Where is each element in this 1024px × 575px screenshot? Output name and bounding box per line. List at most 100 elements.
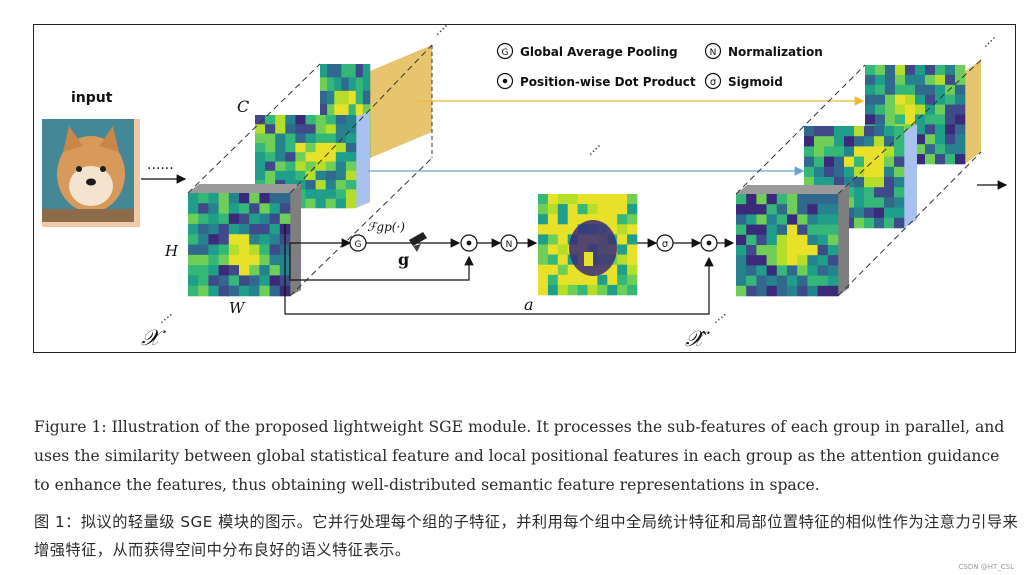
heatmap-cell — [265, 161, 276, 172]
heatmap-cell — [587, 204, 598, 215]
heatmap-cell — [955, 65, 966, 76]
heatmap-cell — [239, 234, 250, 245]
heatmap-cell — [320, 77, 328, 92]
heatmap-cell — [320, 104, 328, 119]
heatmap-cell — [325, 115, 337, 125]
heatmap-cell — [875, 74, 886, 86]
heatmap-cell — [285, 161, 296, 172]
heatmap-cell — [865, 114, 876, 125]
heatmap-cell — [218, 234, 230, 245]
heatmap-cell — [807, 285, 818, 297]
heatmap-cell — [797, 285, 808, 297]
svg-text:Position-wise Dot Product: Position-wise Dot Product — [520, 75, 696, 89]
label-xhat: 𝒳̂ — [685, 327, 710, 352]
heatmap-cell — [597, 284, 608, 296]
dot-operator-2 — [700, 234, 718, 252]
heatmap-cell — [814, 126, 825, 137]
heatmap-cell — [817, 234, 829, 246]
heatmap-cell — [255, 133, 266, 144]
heatmap-cell — [746, 245, 757, 256]
heatmap-cell — [797, 265, 808, 276]
heatmap-cell — [864, 156, 875, 168]
figure-frame — [33, 24, 1016, 353]
heatmap-cell — [935, 114, 946, 125]
heatmap-cell — [341, 104, 349, 119]
global-feature-icon — [409, 232, 427, 252]
heatmap-cell — [249, 254, 260, 266]
heatmap-cell — [894, 156, 905, 168]
dot-operator-1 — [460, 234, 478, 252]
heatmap-cell — [864, 187, 875, 198]
heatmap-cell — [627, 284, 638, 296]
heatmap-cell — [315, 124, 326, 134]
heatmap-cell — [547, 214, 559, 225]
input-label: input — [71, 90, 113, 106]
heatmap-cell — [239, 213, 250, 225]
heatmap-cell — [915, 114, 926, 125]
heatmap-cell — [188, 223, 199, 235]
heatmap-cell — [766, 234, 778, 246]
heatmap-cell — [955, 84, 966, 95]
label-h: H — [164, 242, 179, 260]
heatmap-cell — [557, 194, 568, 205]
heatmap-cell — [228, 203, 240, 214]
heatmap-cell — [766, 245, 778, 256]
heatmap-cell — [874, 197, 885, 208]
heatmap-cell — [334, 104, 342, 119]
heatmap-cell — [844, 187, 855, 198]
heatmap-cell — [295, 152, 306, 162]
heatmap-cell — [824, 146, 835, 157]
heatmap-cell — [335, 133, 347, 144]
heatmap-cell — [198, 213, 209, 225]
heatmap-cell — [834, 177, 845, 188]
heatmap-cell — [854, 177, 865, 188]
heatmap-cell — [265, 133, 276, 144]
heatmap-cell — [547, 234, 559, 245]
heatmap-cell — [834, 126, 845, 137]
heatmap-cell — [817, 214, 829, 225]
heatmap-cell — [334, 77, 342, 92]
heatmap-cell — [269, 285, 281, 297]
heatmap-cell — [807, 224, 818, 236]
heatmap-cell — [865, 65, 876, 76]
svg-text:σ: σ — [662, 239, 669, 250]
heatmap-cell — [355, 90, 364, 105]
heatmap-cell — [776, 234, 788, 246]
heatmap-cell — [198, 275, 209, 286]
heatmap-cell — [567, 264, 578, 276]
heatmap-cell — [295, 170, 306, 181]
heatmap-cell — [807, 265, 818, 276]
heatmap-cell — [345, 198, 357, 209]
heatmap-cell — [249, 193, 260, 204]
input-arrow: ...... — [141, 157, 187, 184]
svg-text:Normalization: Normalization — [728, 45, 823, 59]
heatmap-cell — [776, 224, 788, 236]
heatmap-cell — [557, 244, 568, 255]
heatmap-cell — [275, 170, 286, 181]
heatmap-cell — [905, 114, 916, 125]
heatmap-cell — [547, 194, 559, 205]
heatmap-cell — [766, 255, 778, 266]
heatmap-cell — [756, 245, 767, 256]
heatmap-cell — [827, 224, 839, 236]
heatmap-cell — [797, 255, 808, 266]
heatmap-cell — [746, 194, 757, 205]
heatmap-cell — [756, 224, 767, 236]
heatmap-cell — [627, 204, 638, 215]
heatmap-cell — [864, 166, 875, 178]
heatmap-cell — [945, 114, 956, 125]
heatmap-cell — [955, 154, 966, 165]
heatmap-cell — [198, 203, 209, 214]
heatmap-cell — [895, 84, 906, 95]
heatmap-cell — [577, 194, 588, 205]
heatmap-cell — [945, 124, 956, 135]
heatmap-cell — [807, 275, 818, 287]
heatmap-cell — [827, 255, 839, 266]
heatmap-cell — [538, 214, 549, 225]
heatmap-cell — [305, 198, 316, 209]
heatmap-cell — [265, 170, 276, 181]
heatmap-cell — [325, 124, 337, 134]
heatmap-cell — [884, 136, 895, 147]
heatmap-cell — [874, 207, 885, 219]
heatmap-cell — [538, 194, 549, 205]
